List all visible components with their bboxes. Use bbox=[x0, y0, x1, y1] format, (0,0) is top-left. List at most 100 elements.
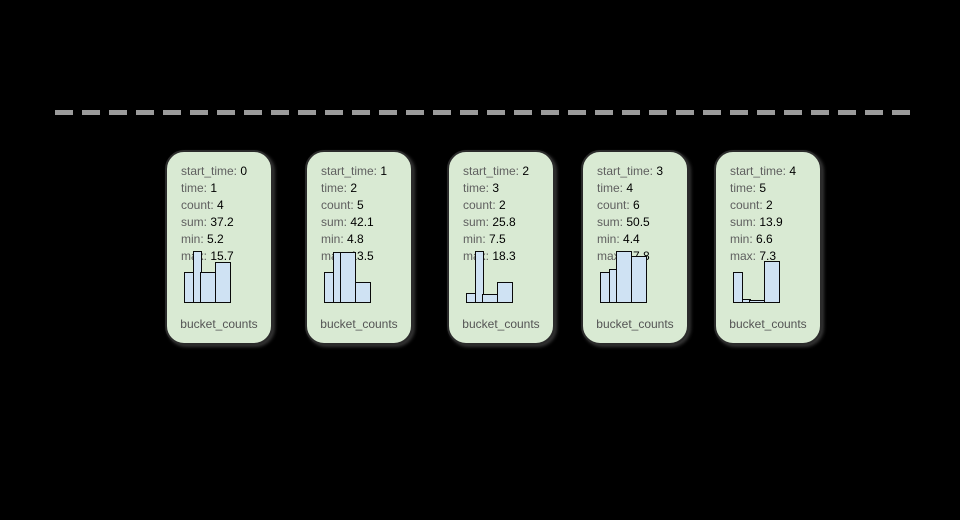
histogram-caption: bucket_counts bbox=[320, 317, 398, 331]
field-row: min: 6.6 bbox=[730, 231, 820, 248]
field-list: start_time: 3 time: 4 count: 6 sum: 50.5… bbox=[583, 152, 687, 265]
field-list: start_time: 2 time: 3 count: 2 sum: 25.8… bbox=[449, 152, 553, 265]
field-row: time: 1 bbox=[181, 180, 271, 197]
field-row: count: 2 bbox=[463, 197, 553, 214]
field-value: 42.1 bbox=[350, 215, 374, 229]
field-label: start_time: bbox=[463, 164, 520, 178]
field-label: time: bbox=[321, 181, 348, 195]
field-row: min: 4.8 bbox=[321, 231, 411, 248]
field-value: 13.5 bbox=[350, 249, 374, 263]
field-row: min: 5.2 bbox=[181, 231, 271, 248]
histogram-bar bbox=[214, 262, 231, 303]
field-label: sum: bbox=[463, 215, 490, 229]
field-value: 18.3 bbox=[492, 249, 516, 263]
summary-card-2: start_time: 2 time: 3 count: 2 sum: 25.8… bbox=[447, 150, 555, 345]
field-value: 7.3 bbox=[759, 249, 777, 263]
field-row: start_time: 1 bbox=[321, 163, 411, 180]
field-label: max: bbox=[730, 249, 757, 263]
histogram-caption: bucket_counts bbox=[596, 317, 674, 331]
field-label: min: bbox=[597, 232, 620, 246]
field-value: 4 bbox=[217, 198, 224, 212]
field-value: 6.6 bbox=[756, 232, 773, 246]
field-value: 3 bbox=[656, 164, 664, 178]
field-label: start_time: bbox=[321, 164, 378, 178]
field-row: start_time: 4 bbox=[730, 163, 820, 180]
dashed-divider bbox=[55, 110, 912, 115]
field-value: 6 bbox=[633, 198, 640, 212]
field-label: min: bbox=[181, 232, 204, 246]
histogram-bar bbox=[630, 256, 647, 303]
field-row: time: 3 bbox=[463, 180, 553, 197]
field-value: 37.2 bbox=[210, 215, 234, 229]
summary-card-0: start_time: 0 time: 1 count: 4 sum: 37.2… bbox=[165, 150, 273, 345]
field-value: 2 bbox=[499, 198, 506, 212]
field-value: 5.2 bbox=[207, 232, 224, 246]
field-row: max: 7.3 bbox=[730, 248, 820, 265]
field-label: time: bbox=[730, 181, 757, 195]
field-value: 13.9 bbox=[759, 215, 783, 229]
field-label: time: bbox=[463, 181, 490, 195]
field-value: 4 bbox=[626, 181, 634, 195]
field-value: 50.5 bbox=[626, 215, 650, 229]
field-list: start_time: 0 time: 1 count: 4 sum: 37.2… bbox=[167, 152, 271, 265]
field-value: 2 bbox=[350, 181, 358, 195]
field-label: sum: bbox=[321, 215, 348, 229]
field-value: 4.4 bbox=[623, 232, 640, 246]
field-value: 4 bbox=[789, 164, 797, 178]
histogram-bar bbox=[474, 251, 484, 303]
field-label: min: bbox=[730, 232, 753, 246]
field-label: min: bbox=[463, 232, 486, 246]
bucket-histogram bbox=[324, 252, 371, 303]
summary-card-3: start_time: 3 time: 4 count: 6 sum: 50.5… bbox=[581, 150, 689, 345]
field-row: time: 2 bbox=[321, 180, 411, 197]
field-value: 3 bbox=[492, 181, 500, 195]
field-row: sum: 42.1 bbox=[321, 214, 411, 231]
field-label: count: bbox=[597, 198, 630, 212]
field-value: 7.5 bbox=[489, 232, 506, 246]
field-row: min: 7.5 bbox=[463, 231, 553, 248]
field-row: count: 4 bbox=[181, 197, 271, 214]
field-label: time: bbox=[181, 181, 208, 195]
summary-card-1: start_time: 1 time: 2 count: 5 sum: 42.1… bbox=[305, 150, 413, 345]
histogram-caption: bucket_counts bbox=[180, 317, 258, 331]
field-row: start_time: 2 bbox=[463, 163, 553, 180]
field-label: count: bbox=[730, 198, 763, 212]
field-label: time: bbox=[597, 181, 624, 195]
field-value: 1 bbox=[210, 181, 218, 195]
field-label: min: bbox=[321, 232, 344, 246]
field-value: 15.7 bbox=[210, 249, 234, 263]
field-row: sum: 50.5 bbox=[597, 214, 687, 231]
field-value: 0 bbox=[240, 164, 248, 178]
field-value: 1 bbox=[380, 164, 388, 178]
field-value: 2 bbox=[522, 164, 530, 178]
field-label: count: bbox=[321, 198, 354, 212]
field-row: sum: 25.8 bbox=[463, 214, 553, 231]
field-label: start_time: bbox=[730, 164, 787, 178]
field-row: time: 5 bbox=[730, 180, 820, 197]
summary-card-4: start_time: 4 time: 5 count: 2 sum: 13.9… bbox=[714, 150, 822, 345]
bucket-histogram bbox=[184, 251, 231, 303]
field-value: 5 bbox=[759, 181, 767, 195]
field-row: start_time: 3 bbox=[597, 163, 687, 180]
field-label: sum: bbox=[730, 215, 757, 229]
field-value: 5 bbox=[357, 198, 364, 212]
field-label: sum: bbox=[597, 215, 624, 229]
field-value: 4.8 bbox=[347, 232, 364, 246]
field-list: start_time: 1 time: 2 count: 5 sum: 42.1… bbox=[307, 152, 411, 265]
field-row: count: 5 bbox=[321, 197, 411, 214]
field-label: start_time: bbox=[181, 164, 238, 178]
field-row: sum: 37.2 bbox=[181, 214, 271, 231]
field-row: count: 6 bbox=[597, 197, 687, 214]
field-row: min: 4.4 bbox=[597, 231, 687, 248]
field-value: 2 bbox=[766, 198, 773, 212]
field-label: count: bbox=[181, 198, 214, 212]
bucket-histogram bbox=[600, 251, 647, 303]
field-label: sum: bbox=[181, 215, 208, 229]
field-list: start_time: 4 time: 5 count: 2 sum: 13.9… bbox=[716, 152, 820, 265]
histogram-caption: bucket_counts bbox=[462, 317, 540, 331]
histogram-bar bbox=[763, 261, 780, 303]
field-row: sum: 13.9 bbox=[730, 214, 820, 231]
bucket-histogram bbox=[466, 251, 513, 303]
field-row: start_time: 0 bbox=[181, 163, 271, 180]
